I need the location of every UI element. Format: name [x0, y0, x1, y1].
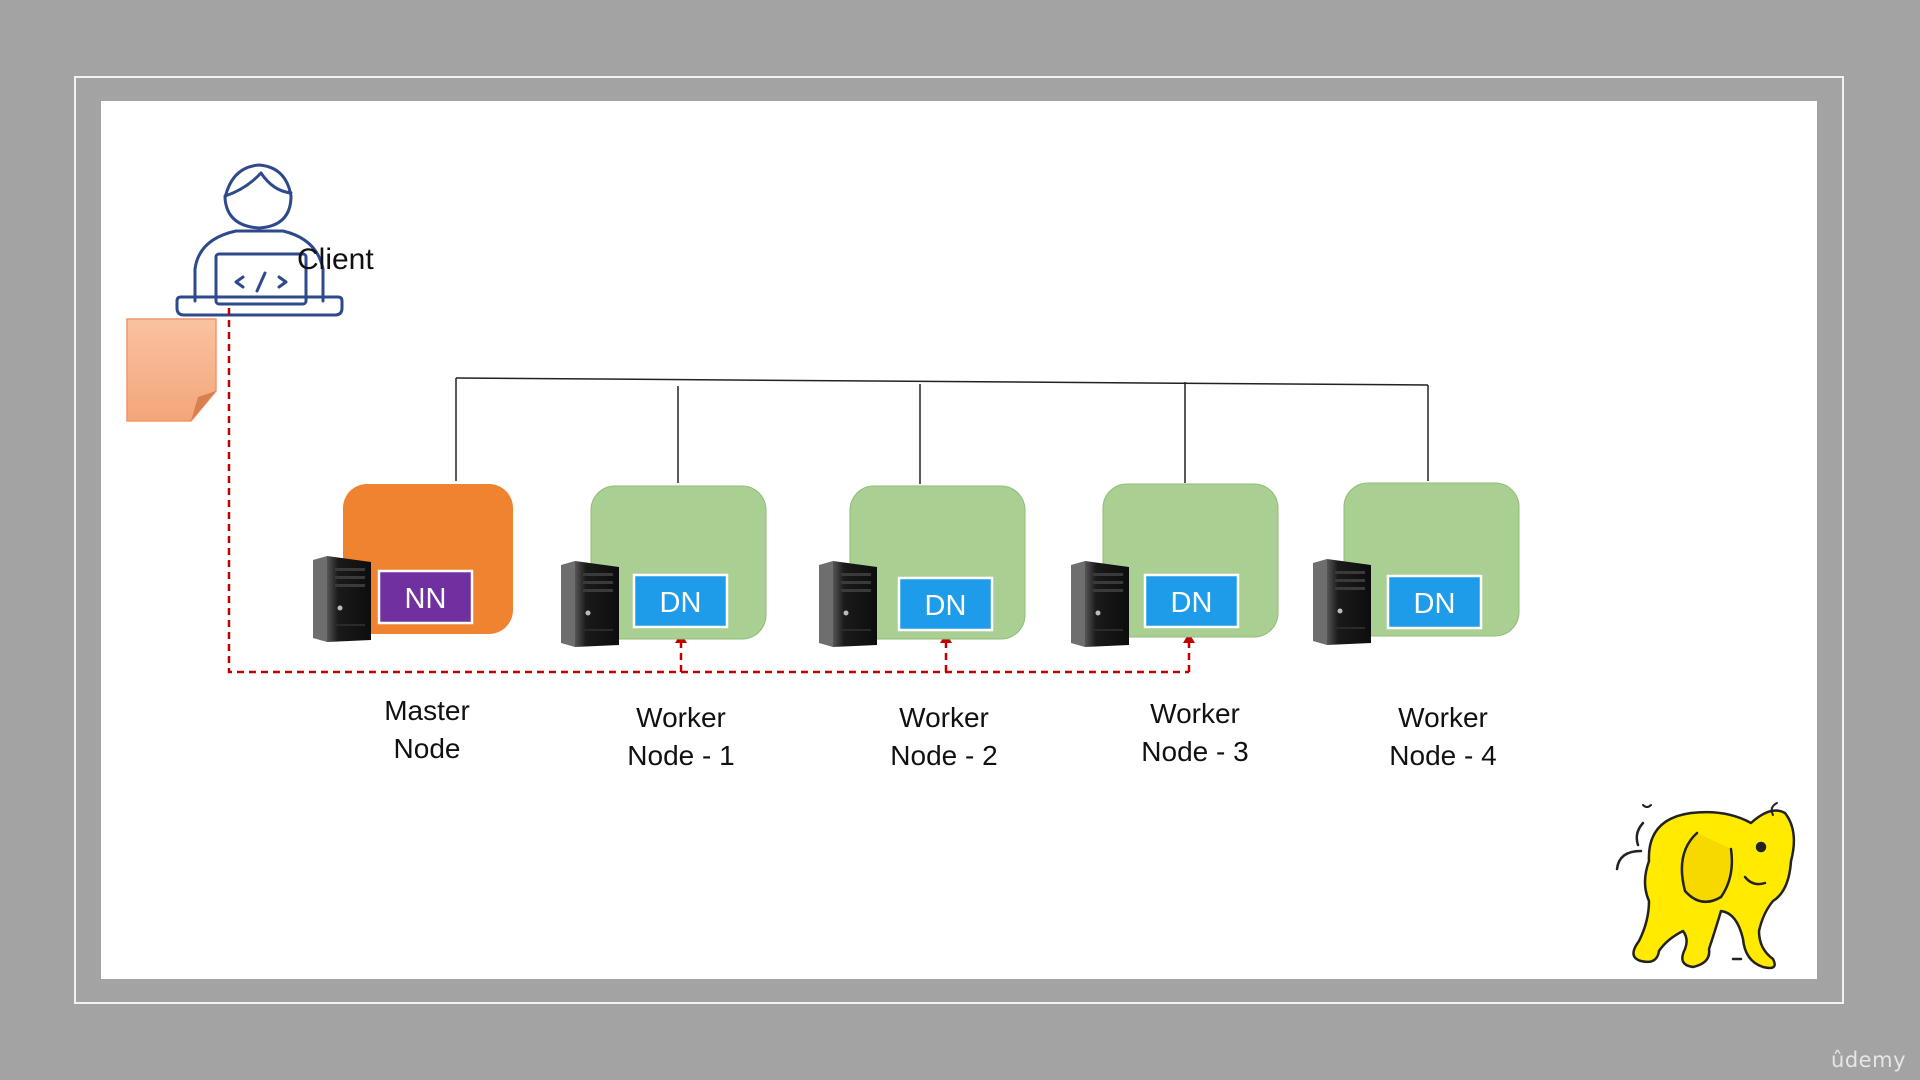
master-node: NN	[313, 484, 513, 642]
worker-1-label-line1: Worker	[636, 702, 726, 733]
dn-badge: DN	[1171, 587, 1213, 619]
arrowhead-worker-3	[1183, 633, 1195, 643]
worker-node-3: DN	[1071, 483, 1279, 647]
slide-frame	[74, 76, 1844, 1004]
worker-4-label-line1: Worker	[1398, 702, 1488, 733]
dn-badge: DN	[1414, 588, 1456, 620]
worker-node-1: DN	[561, 485, 767, 647]
server-icon	[1313, 559, 1371, 645]
client-write-path	[227, 308, 1191, 674]
dn-badge: DN	[925, 590, 967, 622]
worker-4-label-line2: Node - 4	[1389, 740, 1496, 771]
server-icon	[561, 561, 619, 647]
client-label: Client	[297, 243, 374, 276]
worker-node-2: DN	[819, 485, 1026, 647]
hdfs-diagram: Client NN DN	[126, 163, 1796, 970]
dn-badge: DN	[660, 587, 702, 619]
udemy-watermark: ûdemy	[1831, 1048, 1906, 1072]
server-icon	[819, 561, 877, 647]
server-icon	[1071, 561, 1129, 647]
worker-node-4: DN	[1313, 482, 1520, 645]
file-icon	[126, 318, 217, 422]
worker-3-label-line1: Worker	[1150, 698, 1240, 729]
master-label-line2: Node	[394, 733, 461, 764]
server-icon	[313, 556, 371, 642]
node-labels: Master Node Worker Node - 1 Worker Node …	[384, 695, 1496, 771]
hadoop-elephant-logo	[1615, 802, 1796, 970]
worker-1-label-line2: Node - 1	[627, 740, 734, 771]
client-icon	[175, 163, 344, 317]
slide: Client NN DN	[101, 101, 1817, 979]
worker-2-label-line2: Node - 2	[890, 740, 997, 771]
worker-2-label-line1: Worker	[899, 702, 989, 733]
nn-badge: NN	[405, 583, 447, 615]
master-label-line1: Master	[384, 695, 470, 726]
worker-3-label-line2: Node - 3	[1141, 736, 1248, 767]
network-lines	[455, 377, 1429, 484]
